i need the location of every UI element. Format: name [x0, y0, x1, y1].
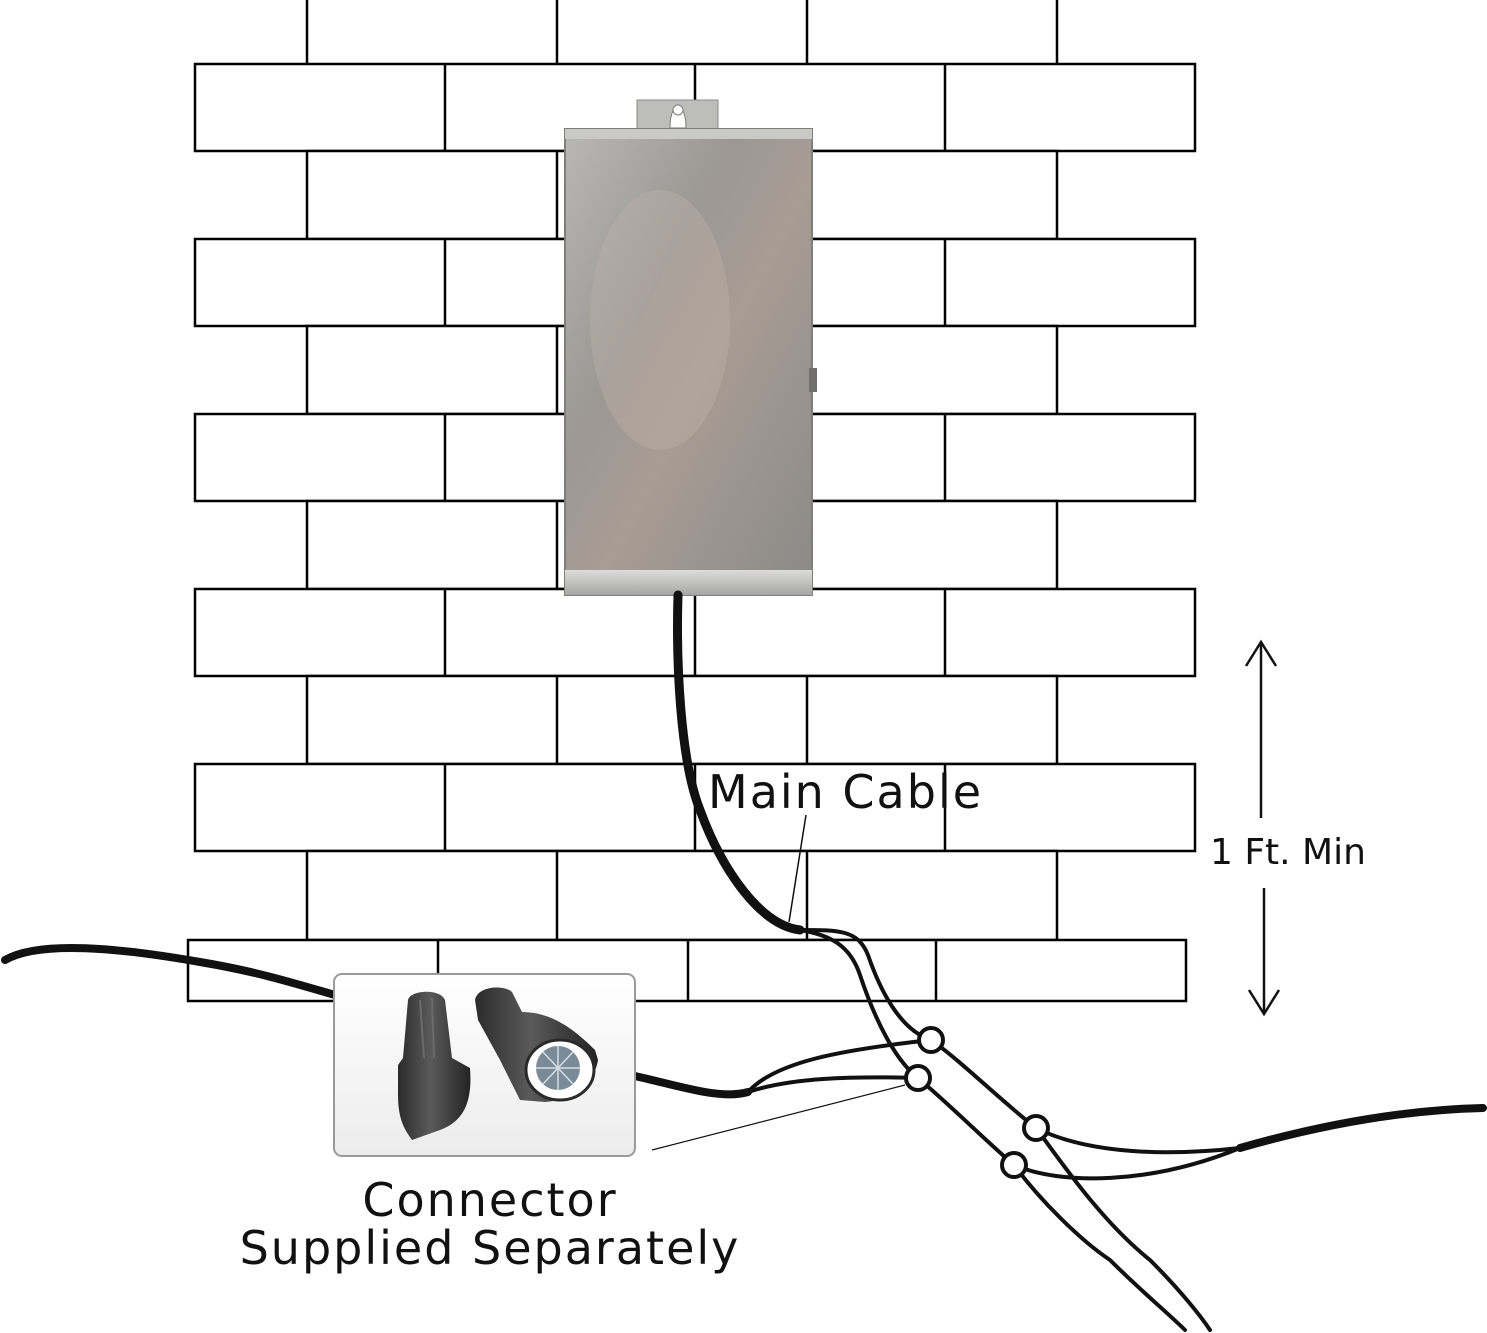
connector-label-line1: Connector	[362, 1173, 617, 1227]
splice-point	[917, 1026, 945, 1054]
arrow-down-icon	[1247, 888, 1281, 1017]
main-cable-leader	[788, 814, 807, 923]
splice-point	[1000, 1151, 1028, 1179]
feeder-cable	[1, 944, 339, 999]
transformer-box	[564, 99, 817, 596]
clearance-indicator	[1244, 639, 1281, 1017]
clearance-label: 1 Ft. Min	[1210, 832, 1366, 873]
wire-nut-connector-icon	[398, 987, 598, 1140]
connector-leader	[651, 1084, 906, 1151]
connector-label-line2: Supplied Separately	[240, 1221, 741, 1275]
arrow-up-icon	[1244, 639, 1278, 818]
splice-point	[1022, 1114, 1050, 1142]
splice-point	[904, 1064, 932, 1092]
connector-inset	[333, 973, 636, 1157]
main-cable-label: Main Cable	[708, 765, 983, 819]
splice-points	[904, 1026, 1050, 1179]
cable-network	[1, 590, 1487, 1332]
main-cable	[673, 590, 805, 935]
